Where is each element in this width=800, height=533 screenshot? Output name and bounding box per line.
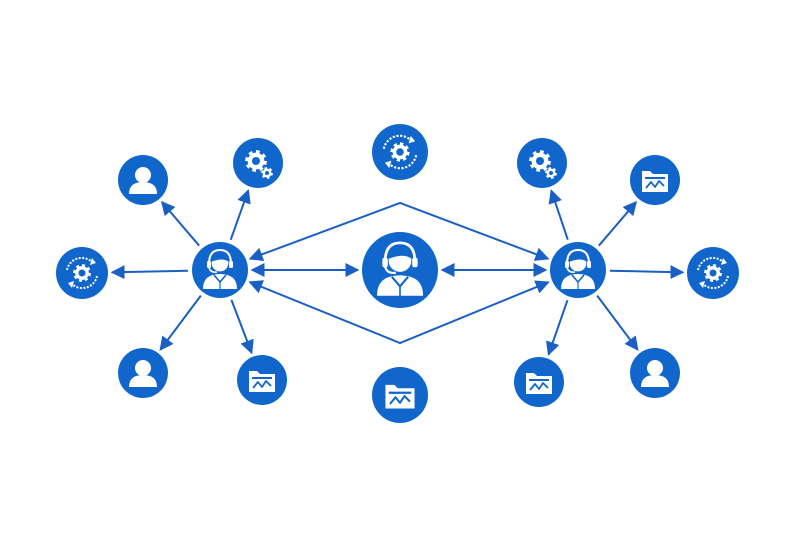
node-left-bottom-user [118,348,168,398]
edge-left-hub-to-right-hub-upper-diamond [248,201,550,262]
edge-left-hub-to-right-hub-lower-diamond [248,280,550,345]
folder-chart-icon [642,171,668,192]
edge-right-hub-to-right-bottom-folder [546,299,569,356]
edge-right-hub-to-right-top-folder [598,200,638,247]
edges-layer [110,189,685,356]
user-icon [129,167,157,194]
edge-left-hub-to-left-top-gears [229,189,251,241]
user-icon [641,360,669,387]
edge-left-hub-to-left-bottom-folder [230,299,254,355]
node-right-top-gears [517,138,567,188]
edge-right-hub-to-right-cycle-gear [609,265,685,280]
node-right-top-folder [630,155,680,205]
gears-icon [245,150,273,179]
node-bottom-folder [372,367,428,423]
nodes-layer [56,124,739,423]
edge-left-hub-to-left-cycle-gear [110,265,189,280]
node-right-hub [550,242,606,298]
headset-agent-icon [376,241,424,296]
cycle-gear-icon [382,134,418,170]
node-left-bottom-folder [237,355,287,405]
cycle-gear-icon [697,256,729,290]
node-left-cycle-gear [56,247,108,299]
node-top-cycle-gear [372,124,428,180]
node-center-agent [362,232,438,308]
folder-chart-icon [249,371,275,392]
edge-right-hub-to-right-top-gears [548,189,569,240]
folder-chart-icon [526,373,552,394]
edge-left-hub-to-left-bottom-user [159,295,202,351]
node-right-cycle-gear [687,247,739,299]
headset-agent-icon [203,248,237,289]
gears-icon [529,150,557,179]
node-left-top-gears [233,138,283,188]
node-left-hub [192,242,248,298]
headset-agent-icon [561,248,595,289]
node-left-top-user [118,155,168,205]
user-icon [129,360,157,387]
edge-right-hub-to-right-bottom-user [596,295,639,351]
cycle-gear-icon [66,256,98,290]
edge-left-hub-to-left-top-user [160,200,200,247]
node-right-bottom-folder [514,357,564,407]
folder-chart-icon [385,384,415,409]
node-right-bottom-user [630,348,680,398]
